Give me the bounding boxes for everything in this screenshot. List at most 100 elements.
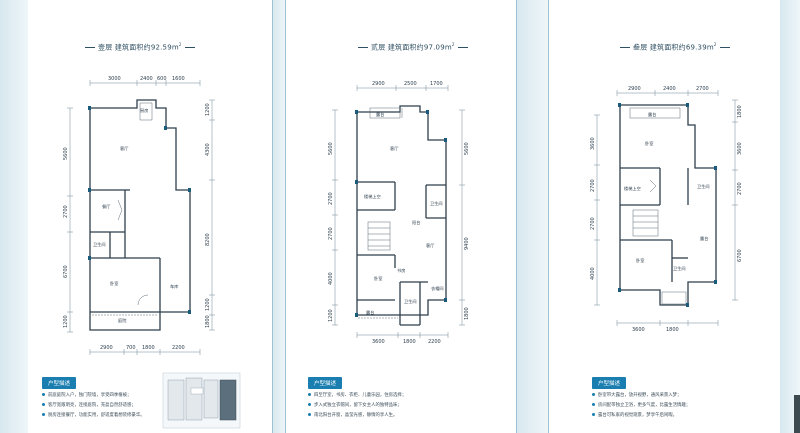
f3-left-dim-4: 4000 <box>590 267 596 280</box>
f3-right-dim-4: 6700 <box>737 249 743 262</box>
left-margin-shade <box>0 0 28 433</box>
f3-right-dim-3: 2700 <box>737 182 743 195</box>
floor1-desc-line-1: 前庭庭院入户，独门院墙，享受四季植被； <box>42 391 145 401</box>
f3-bottom-dim-1: 3600 <box>632 327 645 333</box>
floor1-desc: 前庭庭院入户，独门院墙，享受四季植被； 客厅宽敞明亮，连接庭院，充盈自然舒适感；… <box>42 391 145 421</box>
f3-top-dim-1: 2900 <box>628 86 641 92</box>
f2-bottom-dim-2: 1800 <box>403 339 416 345</box>
f2-room-terrace-top: 露台 <box>376 111 384 118</box>
f1-top-dim-2: 2400 <box>140 76 153 82</box>
floor3-panel <box>548 0 780 433</box>
f2-room-hall: 客厅 <box>426 242 434 249</box>
f2-top-dim-3: 1700 <box>430 81 443 87</box>
floor1-desc-line-2: 客厅宽敞明亮，连接庭院，充盈自然舒适感； <box>42 401 145 411</box>
f2-right-dim-3: 1800 <box>464 307 470 320</box>
f3-room-bedroom-top: 卧室 <box>645 140 653 147</box>
f3-top-dim-3: 2700 <box>696 86 709 92</box>
scrollbar-thumb[interactable] <box>794 395 800 433</box>
f1-room-living: 客厅 <box>120 145 128 152</box>
divider-line-3 <box>516 0 517 433</box>
floor3-desc-line-3: 露台可私家的视觉观景，梦享午后闲暇。 <box>592 411 690 421</box>
right-margin-shade <box>780 0 800 433</box>
f3-room-stair-void: 楼梯上空 <box>624 185 641 192</box>
floor1-panel <box>28 0 272 433</box>
floor3-title: 叁层 建筑面积约69.39m2 <box>617 42 733 52</box>
divider-line-2 <box>285 0 286 433</box>
f1-room-wc: 卫生间 <box>93 241 106 248</box>
f1-top-dim-1: 3000 <box>108 76 121 82</box>
f3-left-dim-1: 3600 <box>590 137 596 150</box>
site-plan-thumbnail <box>162 372 241 429</box>
floor2-desc-line-1: 四至厅室，书房、衣柜、儿童乐园，住房选择； <box>308 391 406 401</box>
f1-top-dim-3: 600 <box>157 76 167 82</box>
floor2-desc-line-3: 南北阳台开窗，晶莹光感，静情的享人生。 <box>308 411 406 421</box>
floor2-desc: 四至厅室，书房、衣柜、儿童乐园，住房选择； 步入式独立衣帽间，留下女主人的独特品… <box>308 391 406 421</box>
f3-room-wc-right: 卫生间 <box>697 183 710 190</box>
floor3-desc-line-1: 卧室带大露台，放开视野，通风采景入梦； <box>592 391 690 401</box>
f2-room-study: 书房 <box>397 267 405 274</box>
f2-room-wc-right: 卫生间 <box>430 200 443 207</box>
f1-right-dim-2: 4300 <box>205 143 211 156</box>
divider-line-4 <box>548 0 549 433</box>
f1-bottom-dim-1: 2900 <box>100 345 113 351</box>
f1-bottom-dim-4: 2200 <box>172 345 185 351</box>
f2-room-living-top: 客厅 <box>390 145 398 152</box>
f1-room-yard: 庭院 <box>118 317 127 324</box>
f1-top-dim-4: 1600 <box>172 76 185 82</box>
f2-room-bedroom: 卧室 <box>374 275 382 282</box>
floor3-desc-badge: 户型描述 <box>592 377 627 389</box>
f1-right-dim-1: 1200 <box>205 103 211 116</box>
f2-bottom-dim-1: 3600 <box>372 339 385 345</box>
f2-room-balcony: 阳台 <box>412 219 420 226</box>
f2-right-dim-2: 9400 <box>464 237 470 250</box>
f2-left-dim-2: 2700 <box>328 192 334 205</box>
f2-left-dim-5: 1200 <box>328 309 334 322</box>
floor1-desc-line-3: 厨房连接餐厅，功能实用，舒适度着想装修豪华。 <box>42 411 145 421</box>
floor1-title: 壹层 建筑面积约92.59m2 <box>82 42 198 52</box>
floor2-desc-line-2: 步入式独立衣帽间，留下女主人的独特品味； <box>308 401 406 411</box>
f3-room-terrace-top: 露台 <box>648 111 656 118</box>
f2-top-dim-1: 2900 <box>372 81 385 87</box>
f3-room-wc-bottom: 卫生间 <box>673 265 686 272</box>
f1-left-dim-1: 5600 <box>63 147 69 160</box>
floor2-desc-badge: 户型描述 <box>308 377 343 389</box>
f2-right-dim-1: 5600 <box>464 142 470 155</box>
f3-bottom-dim-2: 1800 <box>666 327 679 333</box>
f2-room-closet: 衣帽间 <box>431 285 444 292</box>
f3-right-dim-1: 1800 <box>737 105 743 118</box>
f2-left-dim-1: 5600 <box>328 142 334 155</box>
gutter-shade-2 <box>516 0 548 433</box>
f1-right-dim-3: 8200 <box>205 233 211 246</box>
floor3-desc-line-2: 房间配带独立卫浴，更多气度，比露生活情趣； <box>592 401 690 411</box>
f1-left-dim-3: 6700 <box>63 265 69 278</box>
f2-room-stair-void: 楼梯上空 <box>364 193 381 200</box>
f3-left-dim-2: 2700 <box>590 179 596 192</box>
f1-room-garage: 车库 <box>170 283 178 290</box>
f3-room-bedroom-bottom: 卧室 <box>636 257 644 264</box>
divider-line-1 <box>272 0 273 433</box>
f1-room-dining: 餐厅 <box>102 203 110 210</box>
f3-room-terrace-side: 露台 <box>700 235 708 242</box>
f3-top-dim-2: 2400 <box>663 86 676 92</box>
f3-right-dim-2: 3600 <box>737 142 743 155</box>
gutter-shade-1 <box>272 0 286 433</box>
f1-bottom-dim-3: 1800 <box>142 345 155 351</box>
f2-left-dim-4: 4000 <box>328 272 334 285</box>
f1-room-bedroom: 卧室 <box>110 280 118 287</box>
f1-right-dim-5: 1800 <box>205 315 211 328</box>
floor3-desc: 卧室带大露台，放开视野，通风采景入梦； 房间配带独立卫浴，更多气度，比露生活情趣… <box>592 391 690 421</box>
f2-bottom-dim-3: 2200 <box>428 339 441 345</box>
f1-bottom-dim-2: 700 <box>126 345 136 351</box>
f2-top-dim-2: 2500 <box>404 81 417 87</box>
f1-right-dim-4: 1200 <box>205 298 211 311</box>
f3-left-dim-3: 2700 <box>590 217 596 230</box>
f2-left-dim-3: 2700 <box>328 227 334 240</box>
floor2-title: 贰层 建筑面积约97.09m2 <box>355 42 471 52</box>
f2-room-terrace-bottom: 露台 <box>366 309 374 316</box>
f1-left-dim-2: 2700 <box>63 205 69 218</box>
floor2-panel <box>286 0 516 433</box>
floor1-desc-badge: 户型描述 <box>42 377 77 389</box>
f1-left-dim-4: 1200 <box>63 315 69 328</box>
